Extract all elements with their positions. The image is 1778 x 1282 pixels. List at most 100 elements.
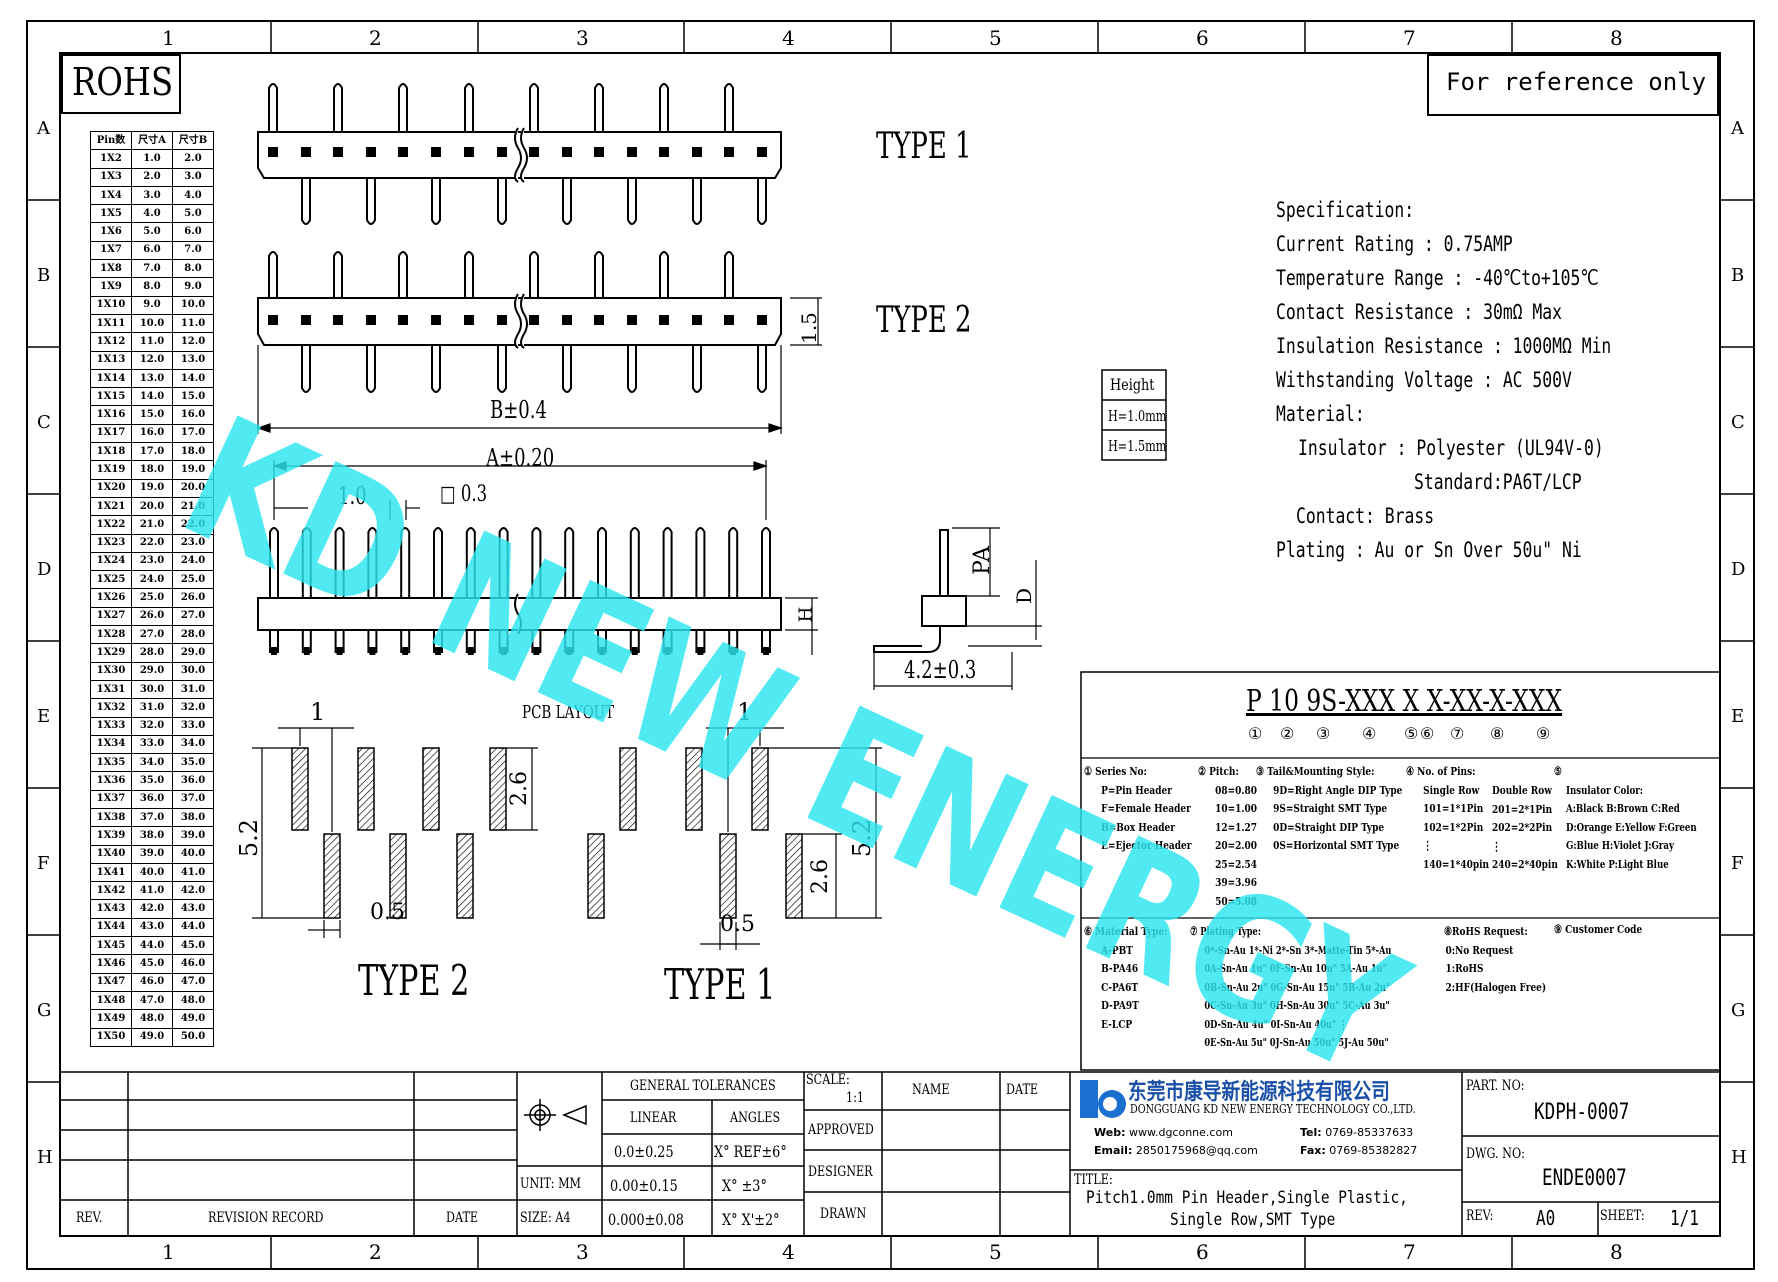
tb-scale: SCALE:: [806, 1072, 850, 1088]
material-item: D-PA9T: [1101, 998, 1139, 1012]
table-cell: 30.0: [172, 661, 214, 681]
tb-rev: REV.: [76, 1210, 103, 1226]
col-label: 4: [782, 1240, 795, 1264]
col-label: 8: [1610, 26, 1623, 50]
pin-bottom: [627, 178, 637, 225]
table-cell: 4.0: [172, 185, 214, 206]
col-label: 2: [369, 26, 382, 50]
tb-dwg-no-label: DWG. NO:: [1466, 1146, 1525, 1162]
table-cell: 5.0: [131, 222, 173, 242]
pins2-list: Double Row 201=2*1Pin 202=2*2Pin ⋮ 240=2…: [1492, 781, 1558, 874]
table-cell: 1X29: [90, 643, 132, 663]
table-cell: 1X46: [90, 954, 132, 974]
table-cell: 11.0: [172, 313, 214, 334]
table-cell: 1X43: [90, 899, 132, 919]
table-cell: 3.0: [172, 167, 214, 187]
tail-item: 9D=Right Angle DIP Type: [1273, 782, 1403, 797]
pin-top: [268, 83, 278, 132]
pin-square: [301, 147, 311, 157]
company-tel: Tel: 0769-85337633: [1300, 1126, 1413, 1139]
pin-bottom: [366, 178, 376, 225]
marker: ⑤: [1404, 724, 1419, 743]
customer-code: ⑨ Customer Code: [1554, 922, 1643, 936]
pin-top: [464, 83, 474, 132]
table-cell: 1X33: [90, 716, 132, 736]
table-cell: 39.0: [172, 826, 214, 846]
table-cell: 40.0: [172, 844, 214, 864]
front-pin-tip: [566, 647, 573, 655]
front-pin-tip: [336, 647, 343, 655]
table-cell: 38.0: [172, 807, 214, 828]
table-cell: 8.0: [131, 277, 173, 297]
pin-bottom: [627, 345, 637, 393]
spec-line: Insulation Resistance : 1000MΩ Min: [1276, 334, 1612, 358]
table-cell: 1X14: [90, 368, 132, 389]
table-cell: 44.0: [172, 917, 214, 938]
pitch-item: ② Pitch:: [1198, 764, 1239, 778]
tel-label: Tel:: [1300, 1126, 1322, 1139]
tb-designer: DESIGNER: [808, 1164, 873, 1180]
front-pin-tip: [369, 647, 376, 655]
col-label: 7: [1403, 26, 1416, 50]
front-pin-tip: [303, 647, 310, 655]
front-pin-tip: [500, 647, 507, 655]
spec-line: Insulator : Polyester (UL94V-0): [1298, 436, 1604, 460]
table-cell: 39.0: [131, 844, 173, 864]
tb-title-label: TITLE:: [1074, 1172, 1113, 1188]
marker: ①: [1248, 724, 1263, 743]
pin-square: [659, 147, 669, 157]
tb-scale-value: 1:1: [846, 1090, 865, 1106]
tb-revision-record: REVISION RECORD: [208, 1210, 324, 1226]
pins-item: ⋮: [1423, 838, 1433, 852]
rohs-item: ⑧RoHS Request:: [1444, 924, 1528, 938]
dim-h: H: [795, 606, 817, 623]
pcb-type1-label: TYPE 1: [664, 960, 776, 1009]
email-value: 2850175968@qq.com: [1135, 1144, 1258, 1157]
marker: ③: [1316, 724, 1331, 743]
row-label: D: [1731, 559, 1746, 580]
tb-dwg-no: ENDE0007: [1542, 1166, 1627, 1191]
pins2-item: 240=2*40pin: [1492, 857, 1558, 871]
table-cell: 1X47: [90, 972, 132, 992]
front-pin-tip: [664, 647, 671, 655]
table-cell: 25.0: [131, 588, 173, 608]
row-label: C: [37, 412, 51, 433]
rohs-item: 0:No Request: [1445, 942, 1514, 957]
pitch-item: 10=1.00: [1215, 801, 1258, 815]
table-cell: 23.0: [172, 533, 214, 553]
pin-square: [724, 315, 734, 325]
pin-square: [431, 315, 441, 325]
row-label: H: [1731, 1147, 1747, 1168]
pitch-item: 20=2.00: [1215, 838, 1258, 852]
series-item: F=Female Header: [1101, 801, 1191, 815]
pin-bottom: [692, 178, 702, 225]
height-2: H=1.5mm: [1108, 437, 1167, 455]
pin-square: [562, 315, 572, 325]
color-item: G:Blue H:Violet J:Gray: [1566, 838, 1674, 852]
pin-square: [333, 147, 343, 157]
table-cell: 37.0: [172, 789, 214, 809]
table-cell: 1X22: [90, 515, 132, 535]
pcb-dim-5-2-type2: 5.2: [235, 818, 264, 858]
tb-rev-label: REV:: [1466, 1208, 1494, 1224]
tb-ang-1: X° REF±6°: [714, 1142, 787, 1161]
pin-top: [594, 83, 604, 132]
table-cell: 23.0: [131, 551, 173, 572]
pin-square: [268, 147, 278, 157]
table-cell: 33.0: [172, 716, 214, 736]
rohs-label: ROHS: [72, 60, 174, 104]
type2-label: TYPE 2: [876, 300, 972, 341]
series-item: P=Pin Header: [1101, 782, 1172, 797]
table-cell: 3.0: [131, 185, 173, 206]
front-pin-tip: [402, 647, 409, 655]
